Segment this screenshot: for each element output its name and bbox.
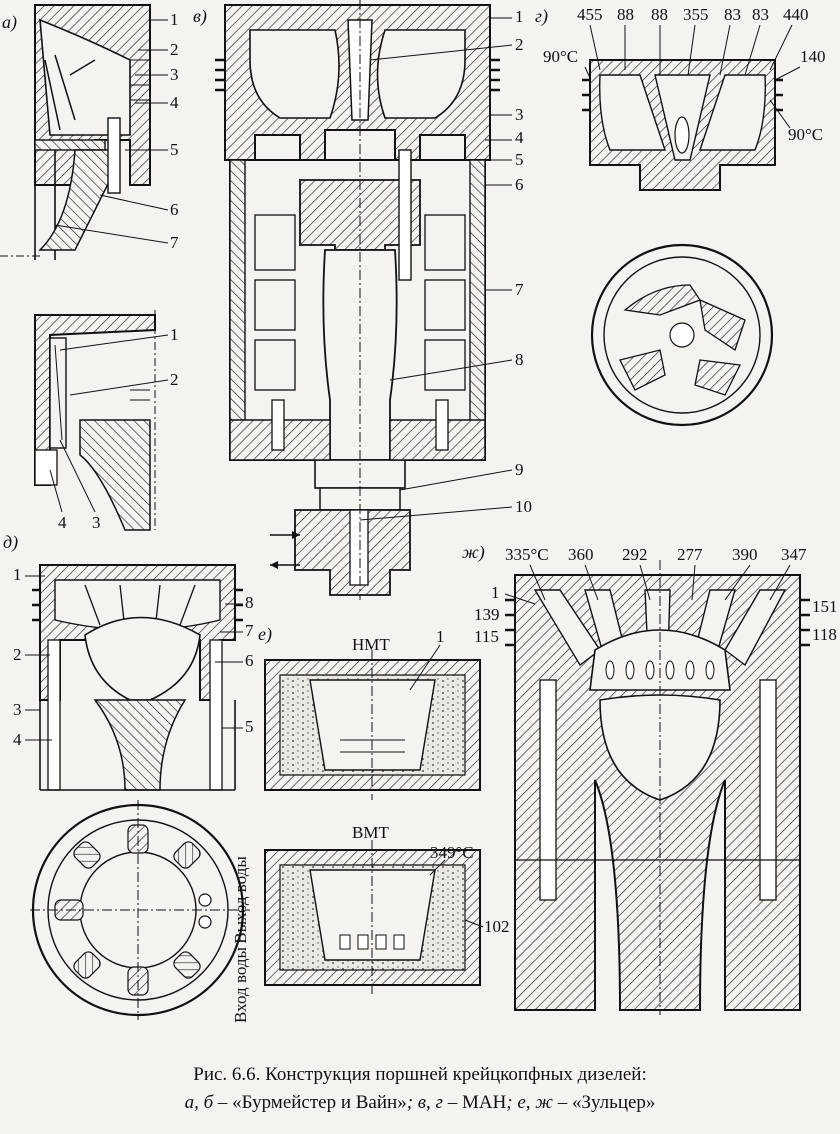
callout-b-3: 3 [92,513,101,532]
callout-v-10: 10 [515,497,532,516]
panel-zh-drawing [505,560,810,1015]
caption-part-ezh: ; е, ж – [506,1092,572,1113]
callout-b-2: 2 [170,370,179,389]
panel-label-e: е) [258,624,272,645]
piston-figure: а) в) г) д) е) ж) 1 2 3 4 5 6 7 1 2 4 3 … [0,0,838,1023]
caption-burmeister: «Бурмейстер и Вайн» [232,1092,407,1113]
zh-left-139: 139 [474,605,500,624]
callout-a-2: 2 [170,40,179,59]
zh-left-115: 115 [474,627,499,646]
callout-d-4: 4 [13,730,22,749]
callout-v-3: 3 [515,105,524,124]
callout-b-1: 1 [170,325,179,344]
callout-a-5: 5 [170,140,179,159]
callout-a-3: 3 [170,65,179,84]
callout-v-4: 4 [515,128,524,147]
g-top-temp-3: 355 [683,5,709,24]
callout-v-5: 5 [515,150,524,169]
zh-left-1: 1 [491,583,500,602]
e-nmt-label: НМТ [352,635,390,654]
figure-caption-legend: а, б – «Бурмейстер и Вайн»; в, г – МАН; … [0,1090,840,1116]
g-top-temp-1: 88 [617,5,634,24]
callout-v-6: 6 [515,175,524,194]
callout-b-4: 4 [58,513,67,532]
callout-d-7: 7 [245,621,254,640]
panel-label-zh: ж) [462,542,485,563]
callout-d-6: 6 [245,651,254,670]
callout-a-1: 1 [170,10,179,29]
panel-label-v: в) [193,6,207,27]
g-top-temp-6: 440 [783,5,809,24]
zh-right-151: 151 [812,597,838,616]
callout-a-6: 6 [170,200,179,219]
e-temp-label: 349°C [430,843,474,862]
panel-b-drawing [34,310,156,531]
g-top-temp-2: 88 [651,5,668,24]
panel-d-labels: 1 2 3 4 8 7 6 5 Выход воды Вход воды [13,565,254,1023]
panel-d-drawing [30,564,250,1020]
g-top-temp-5: 83 [752,5,769,24]
panel-g-labels: 455 88 88 355 83 83 440 90°C 140 90°C [543,5,826,144]
panel-label-d: д) [3,532,18,553]
zh-top-1: 360 [568,545,594,564]
callout-v-2: 2 [515,35,524,54]
callout-d-3: 3 [13,700,22,719]
callout-v-9: 9 [515,460,524,479]
panel-a-drawing [0,4,151,260]
panel-v-callouts: 1 2 3 4 5 6 7 8 9 10 [359,7,532,521]
zh-top-4: 390 [732,545,758,564]
zh-top-0: 335°C [505,545,549,564]
water-out-label: Выход воды [231,856,250,944]
panel-e-drawing [264,650,481,995]
figure-caption-title: Рис. 6.6. Конструкция поршней крейцкопфн… [193,1064,647,1085]
water-in-label: Вход воды [231,946,250,1022]
panel-e-labels: НМТ 1 ВМТ 349°C 102 [352,627,510,936]
g-right-temp: 90°C [788,125,823,144]
callout-v-1: 1 [515,7,524,26]
zh-top-5: 347 [781,545,807,564]
e-num-label: 102 [484,917,510,936]
callout-d-1: 1 [13,565,22,584]
e-callout-1: 1 [436,627,445,646]
g-top-temp-0: 455 [577,5,603,24]
panel-g-drawing [582,59,783,427]
caption-part-vg: ; в, г – [406,1092,462,1113]
zh-top-2: 292 [622,545,648,564]
panel-v-drawing [215,0,500,600]
g-top-temp-4: 83 [724,5,741,24]
callout-v-7: 7 [515,280,524,299]
caption-sulzer: «Зульцер» [571,1092,656,1113]
panel-zh-labels: 335°C 360 292 277 390 347 1 139 115 151 … [474,545,838,646]
panel-label-a: а) [2,12,17,33]
caption-part-ab: а, б – [184,1092,233,1113]
g-right-num: 140 [800,47,826,66]
e-vmt-label: ВМТ [352,823,389,842]
callout-d-8: 8 [245,593,254,612]
panel-label-g: г) [535,6,548,27]
panel-a-callouts: 1 2 3 4 5 6 7 [54,10,179,252]
g-left-temp: 90°C [543,47,578,66]
callout-d-2: 2 [13,645,22,664]
callout-a-4: 4 [170,93,179,112]
callout-v-8: 8 [515,350,524,369]
caption-man: МАН [461,1092,507,1113]
callout-d-5: 5 [245,717,254,736]
zh-top-3: 277 [677,545,703,564]
zh-right-118: 118 [812,625,837,644]
callout-a-7: 7 [170,233,179,252]
panel-b-callouts: 1 2 4 3 [49,325,179,532]
